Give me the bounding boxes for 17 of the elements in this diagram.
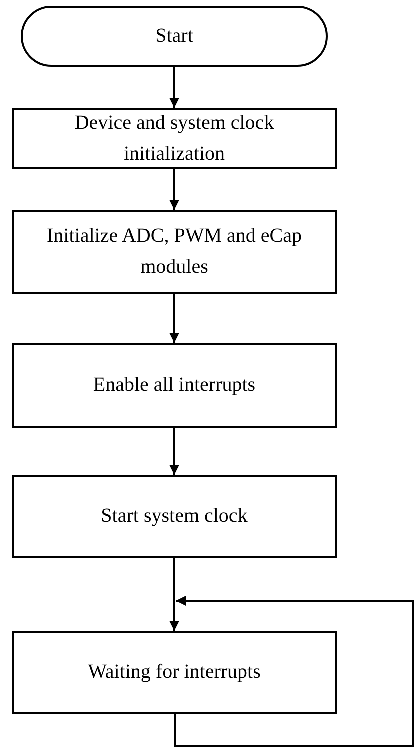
process-box	[12, 631, 337, 714]
node-label: Enable all interrupts	[93, 373, 256, 398]
node-label: Start	[156, 24, 194, 49]
process-box	[12, 108, 337, 169]
arrow	[170, 67, 180, 108]
arrow	[170, 428, 180, 475]
process-box	[12, 475, 337, 558]
node-label: Waiting for interrupts	[88, 660, 261, 685]
arrow	[174, 596, 414, 747]
node-label: Device and system clock initialization	[74, 110, 276, 166]
process-box	[12, 343, 337, 428]
node-label: Start system clock	[101, 504, 248, 529]
arrow	[170, 169, 180, 210]
process-box	[12, 210, 337, 294]
arrow	[170, 294, 180, 343]
node-label: Initialize ADC, PWM and eCap modules	[46, 224, 303, 280]
arrow	[170, 558, 180, 631]
